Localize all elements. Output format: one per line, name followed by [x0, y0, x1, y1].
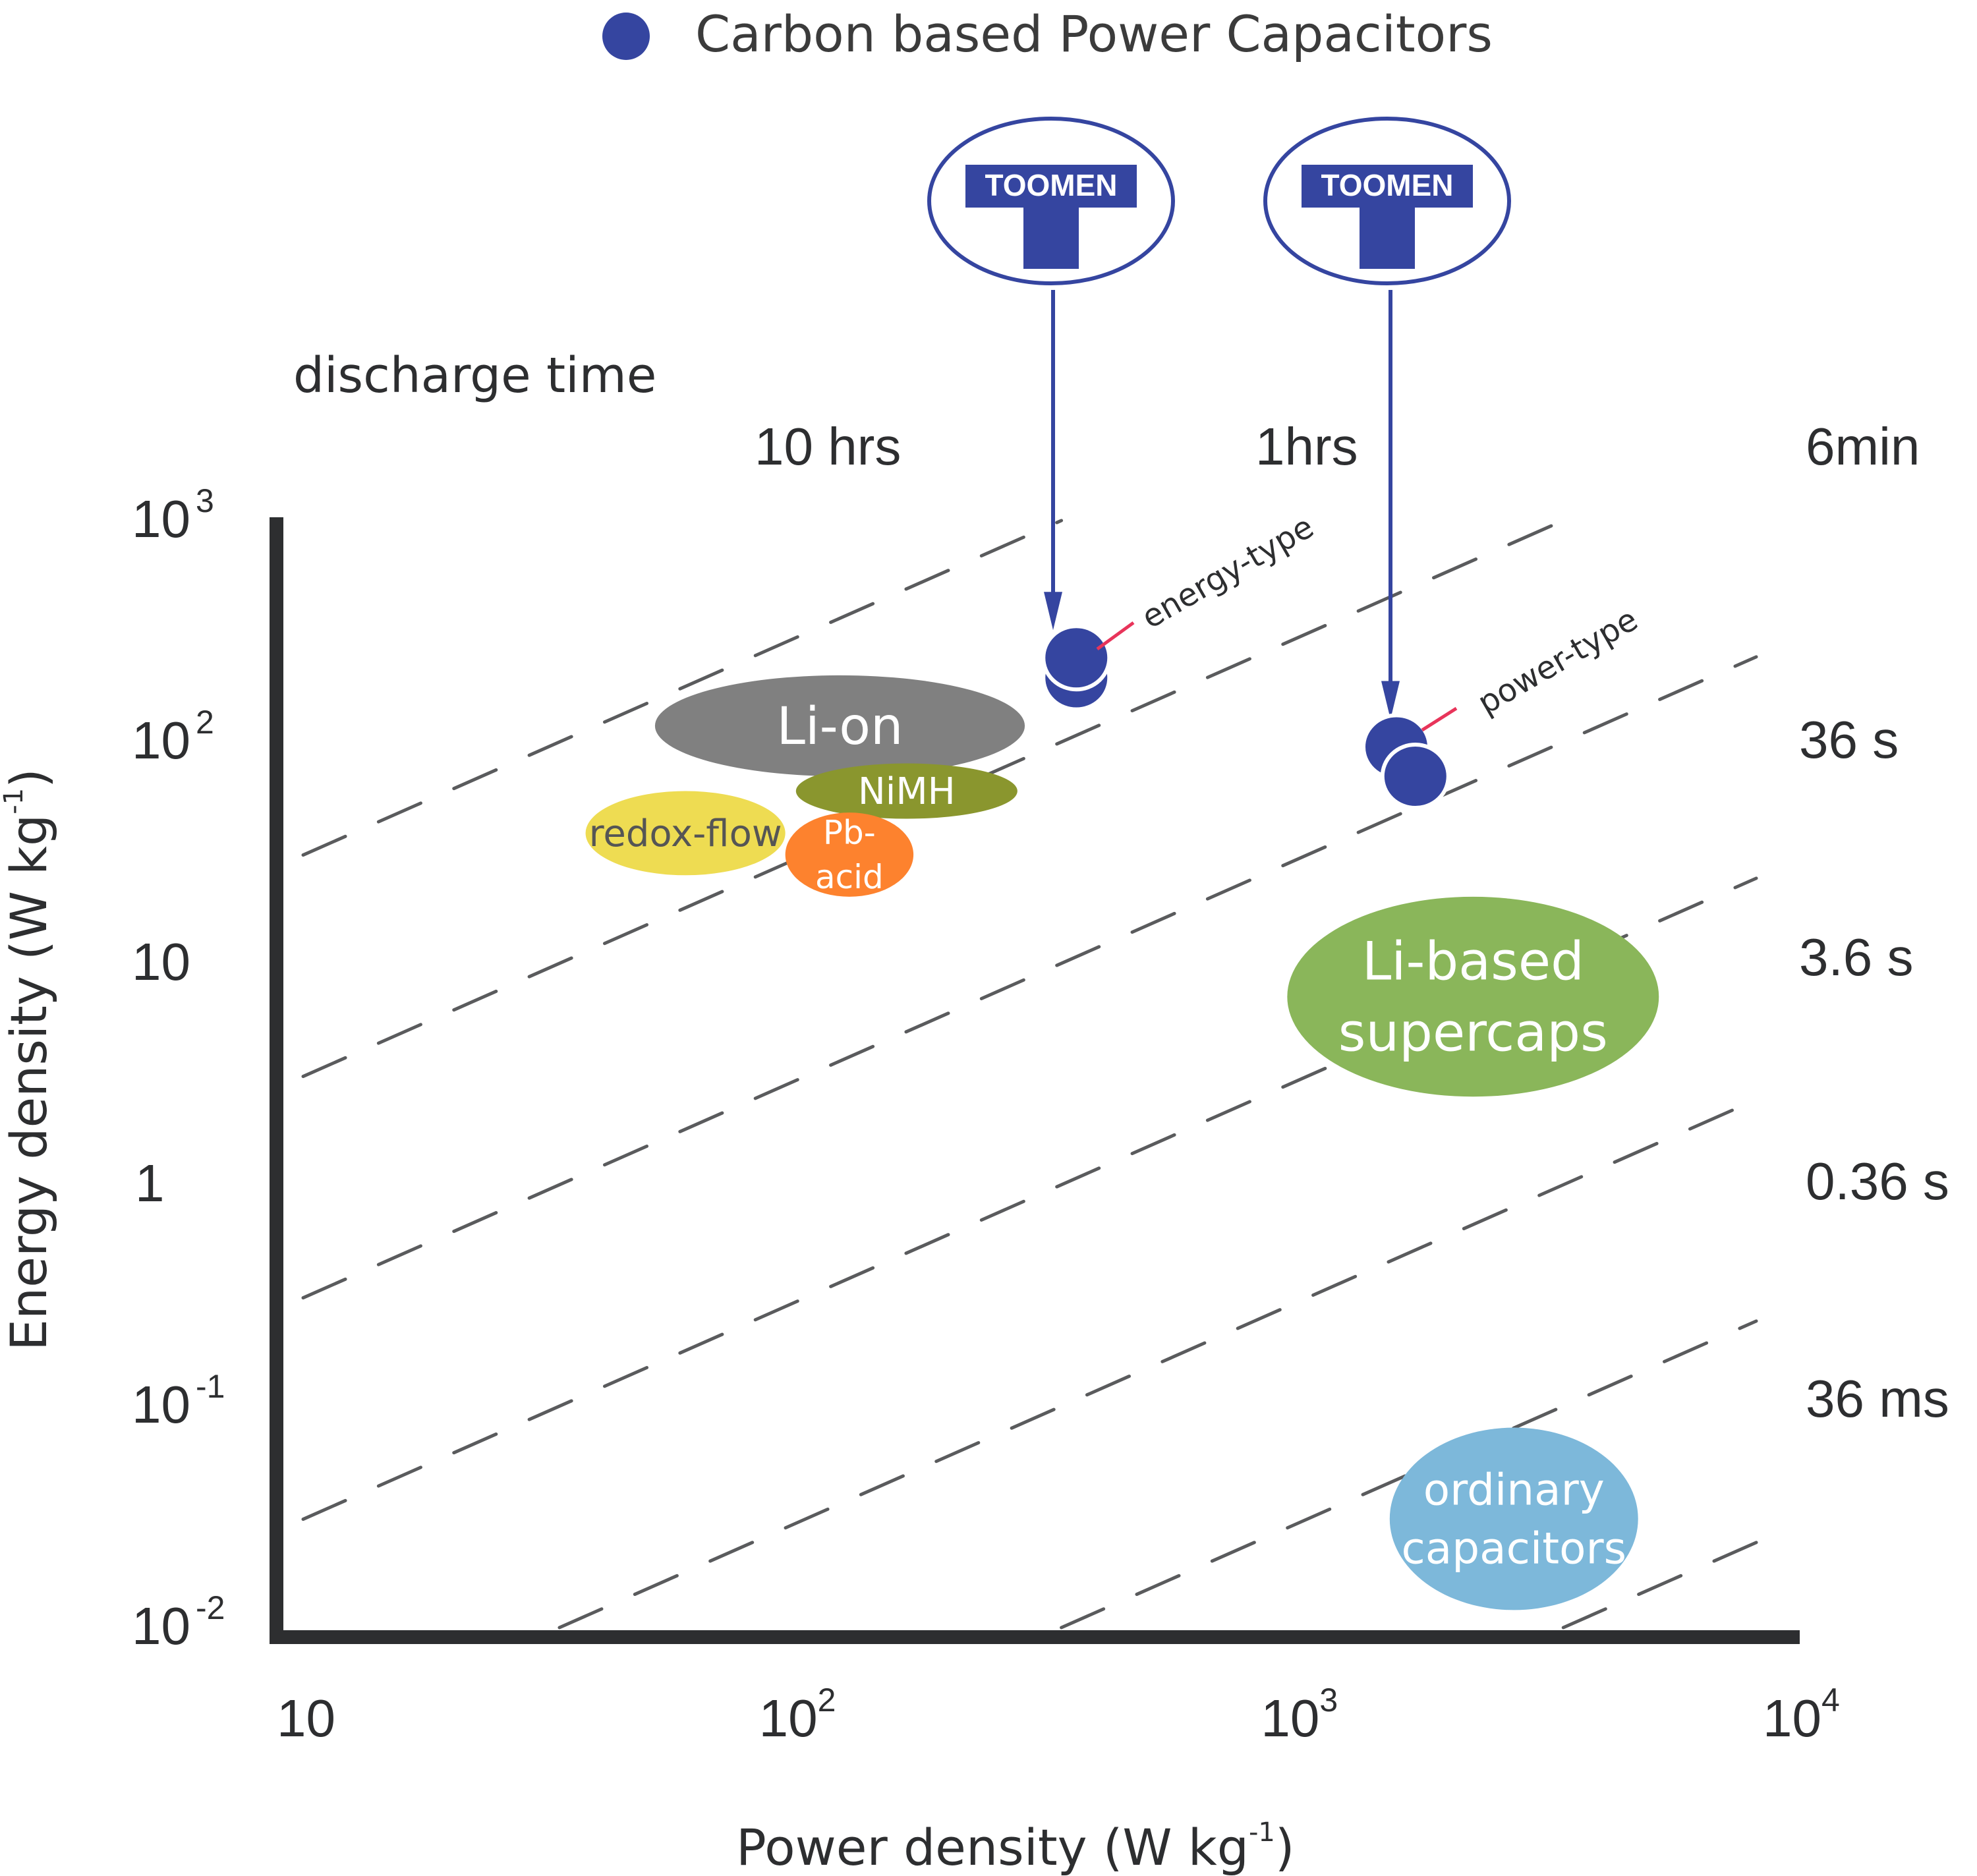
- y-tick-label: 10: [132, 932, 190, 991]
- data-point-power-type: [1380, 743, 1450, 810]
- annotations: energy-type power-type: [1096, 508, 1644, 732]
- data-point-energy-type: [1041, 624, 1112, 692]
- brand-logo-power-type: TOOMEN: [1263, 117, 1511, 720]
- region-ordinary-capacitors: ordinary capacitors: [1389, 1427, 1638, 1610]
- discharge-time-labels: 10 hrs 1hrs 6min 36 s 3.6 s 0.36 s 36 ms: [755, 417, 1949, 1428]
- logo-text: TOOMEN: [985, 168, 1117, 202]
- y-axis-line: [270, 517, 283, 1644]
- logo-text: TOOMEN: [1321, 168, 1453, 202]
- discharge-line: [1561, 1541, 1758, 1630]
- data-points: [1041, 624, 1450, 810]
- region-nimh: NiMH: [795, 763, 1017, 819]
- discharge-line: [558, 1098, 1758, 1630]
- leader-line: [1421, 706, 1458, 732]
- logo-bar: [965, 165, 1137, 208]
- discharge-time-label: 36 s: [1799, 710, 1899, 769]
- discharge-time-label: 0.36 s: [1806, 1152, 1949, 1210]
- x-axis-label: Power density (W kg-1): [736, 1817, 1295, 1876]
- region-redox-flow: redox-flow: [585, 791, 786, 876]
- discharge-time-title: discharge time: [293, 347, 656, 404]
- y-tick-label: 1: [135, 1154, 165, 1212]
- legend: Carbon based Power Capacitors: [602, 5, 1493, 63]
- brand-logo-energy-type: TOOMEN: [927, 117, 1175, 631]
- discharge-line: [301, 655, 1758, 1300]
- annotation-label: power-type: [1472, 601, 1644, 722]
- callout-arrowhead: [1381, 681, 1400, 720]
- x-tick-label: 10: [277, 1689, 335, 1748]
- annotation-power-type: power-type: [1421, 601, 1644, 732]
- legend-marker: [602, 13, 650, 60]
- y-axis-label: Energy density (W kg-1): [0, 768, 58, 1351]
- region-label: NiMH: [858, 770, 956, 813]
- brand-callouts: TOOMEN TOOMEN: [927, 117, 1511, 720]
- region-ellipse: [795, 763, 1017, 819]
- region-label: acid: [815, 858, 884, 896]
- region-ellipse: [585, 791, 786, 876]
- region-label: Li-based: [1362, 931, 1584, 992]
- callout-arrowhead: [1044, 592, 1062, 631]
- region-li-on: Li-on: [654, 675, 1025, 777]
- region-label: redox-flow: [589, 812, 782, 855]
- annotation-energy-type: energy-type: [1096, 508, 1320, 651]
- region-ellipse: [785, 812, 914, 897]
- x-tick-label: 102: [759, 1682, 836, 1748]
- region-label: capacitors: [1402, 1523, 1626, 1574]
- x-tick-label: 104: [1763, 1682, 1840, 1748]
- axes: [270, 517, 1800, 1644]
- discharge-line: [1060, 1319, 1758, 1630]
- leader-line: [1096, 621, 1135, 651]
- region-ellipse: [654, 675, 1025, 777]
- region-label: supercaps: [1338, 1002, 1608, 1064]
- region-li-based-supercaps: Li-based supercaps: [1287, 896, 1659, 1097]
- x-tick-label: 103: [1261, 1682, 1338, 1748]
- annotation-label: energy-type: [1135, 508, 1320, 636]
- y-tick-label: 10-1: [132, 1368, 225, 1434]
- discharge-time-label: 3.6 s: [1799, 928, 1913, 986]
- region-ellipse: [1389, 1427, 1638, 1610]
- region-pb-acid: Pb-acid: [785, 812, 914, 897]
- discharge-line: [301, 519, 1064, 857]
- x-axis-line: [270, 1630, 1800, 1644]
- y-tick-label: 10-2: [132, 1589, 225, 1655]
- discharge-time-label: 10 hrs: [755, 417, 901, 476]
- region-label: Li-on: [777, 697, 903, 756]
- region-label: ordinary: [1423, 1465, 1605, 1516]
- logo-stem: [1023, 206, 1079, 269]
- logo-stem: [1360, 206, 1415, 269]
- region-ellipse: [1287, 896, 1659, 1097]
- region-label: Pb-: [823, 814, 876, 852]
- legend-label: Carbon based Power Capacitors: [695, 5, 1493, 63]
- discharge-time-label: 1hrs: [1255, 417, 1358, 476]
- discharge-time-label: 6min: [1806, 417, 1920, 476]
- discharge-time-label: 36 ms: [1806, 1369, 1949, 1428]
- logo-bar: [1302, 165, 1473, 208]
